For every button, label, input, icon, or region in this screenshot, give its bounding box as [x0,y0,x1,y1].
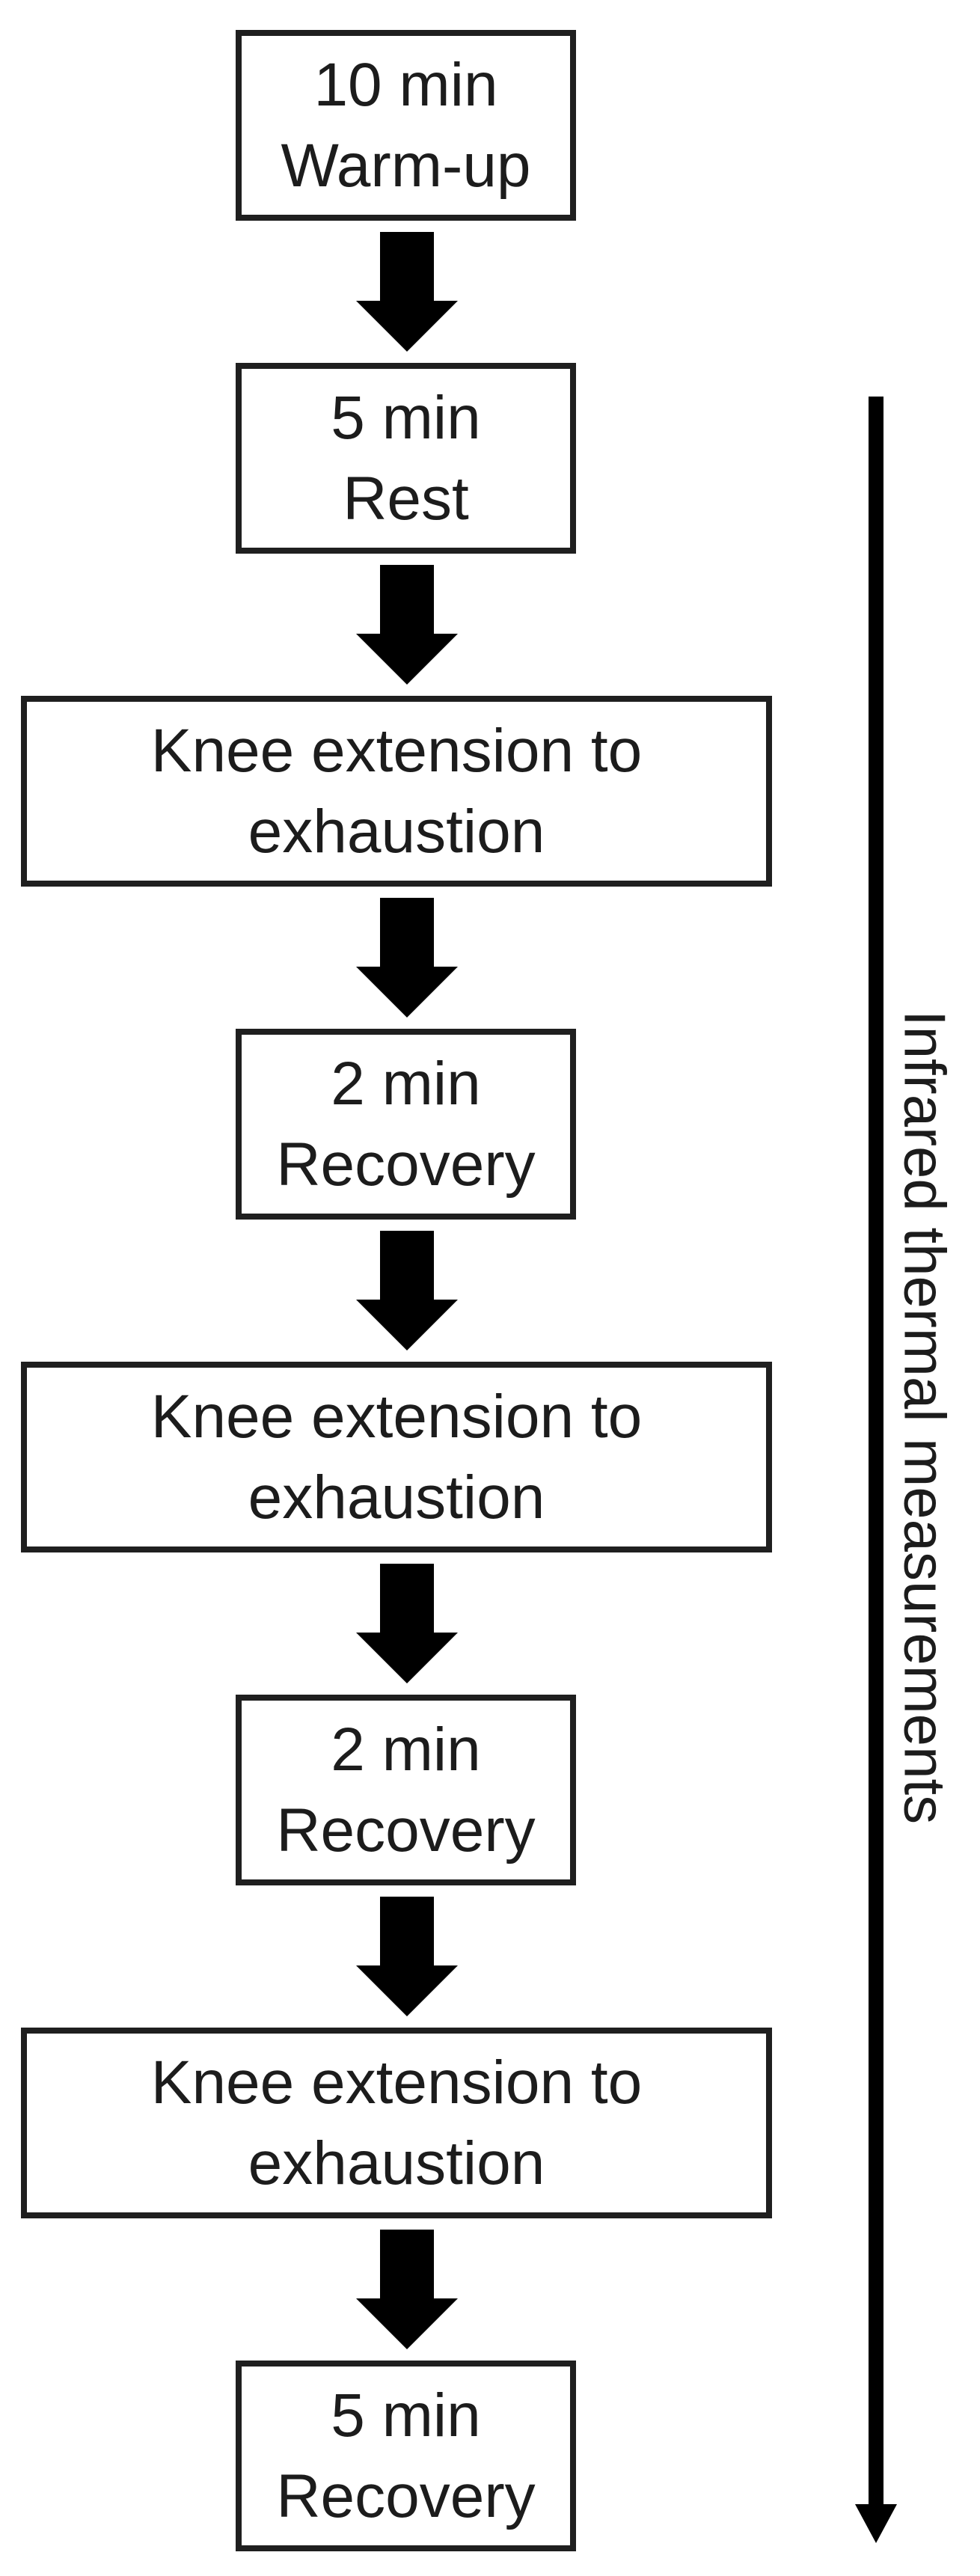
down-arrow-shaft [380,1564,434,1633]
step-box-recovery-1: 2 min Recovery [236,1029,576,1220]
step-box-rest-line-2: Rest [343,464,469,533]
step-box-knee-extension-2: Knee extension to exhaustion [21,1362,772,1552]
step-box-recovery-1-line-2: Recovery [276,1130,536,1199]
step-box-knee-extension-2-line-1: Knee extension to [150,1382,643,1451]
step-box-knee-extension-1-line-1: Knee extension to [150,716,643,785]
step-box-knee-extension-2-line-2: exhaustion [248,1463,545,1532]
step-box-recovery-1-line-1: 2 min [331,1049,481,1118]
step-box-knee-extension-3: Knee extension to exhaustion [21,2028,772,2218]
step-box-final-recovery-line-2: Recovery [276,2462,536,2530]
step-box-knee-extension-1-line-2: exhaustion [248,797,545,866]
down-arrow-shaft [380,898,434,967]
step-box-warmup-line-1: 10 min [313,50,498,119]
down-arrow-7 [356,2230,458,2349]
down-arrow-3 [356,898,458,1018]
down-arrow-head [356,967,458,1018]
down-arrow-shaft [380,232,434,301]
down-arrow-head [356,301,458,352]
down-arrow-6 [356,1897,458,2016]
step-box-recovery-2-line-2: Recovery [276,1796,536,1864]
down-arrow-head [356,2298,458,2349]
step-box-recovery-2-line-1: 2 min [331,1715,481,1784]
step-box-recovery-2: 2 min Recovery [236,1695,576,1885]
down-arrow-head [356,634,458,685]
step-box-knee-extension-3-line-1: Knee extension to [150,2048,643,2117]
timeline-label: Infrared thermal measurements [892,1010,958,1825]
step-box-warmup-line-2: Warm-up [281,131,531,200]
step-box-final-recovery-line-1: 5 min [331,2381,481,2450]
timeline-arrow-head [855,2504,897,2543]
down-arrow-head [356,1633,458,1683]
step-box-knee-extension-3-line-2: exhaustion [248,2129,545,2197]
down-arrow-head [356,1300,458,1350]
down-arrow-5 [356,1564,458,1683]
down-arrow-4 [356,1231,458,1350]
step-box-knee-extension-1: Knee extension to exhaustion [21,696,772,887]
down-arrow-shaft [380,1231,434,1300]
down-arrow-2 [356,565,458,685]
timeline-arrow-shaft [869,397,883,2504]
down-arrow-1 [356,232,458,352]
down-arrow-shaft [380,565,434,634]
down-arrow-shaft [380,1897,434,1965]
step-box-final-recovery: 5 min Recovery [236,2361,576,2551]
down-arrow-shaft [380,2230,434,2298]
step-box-warmup: 10 min Warm-up [236,30,576,221]
step-box-rest: 5 min Rest [236,363,576,554]
step-box-rest-line-1: 5 min [331,383,481,452]
down-arrow-head [356,1965,458,2016]
